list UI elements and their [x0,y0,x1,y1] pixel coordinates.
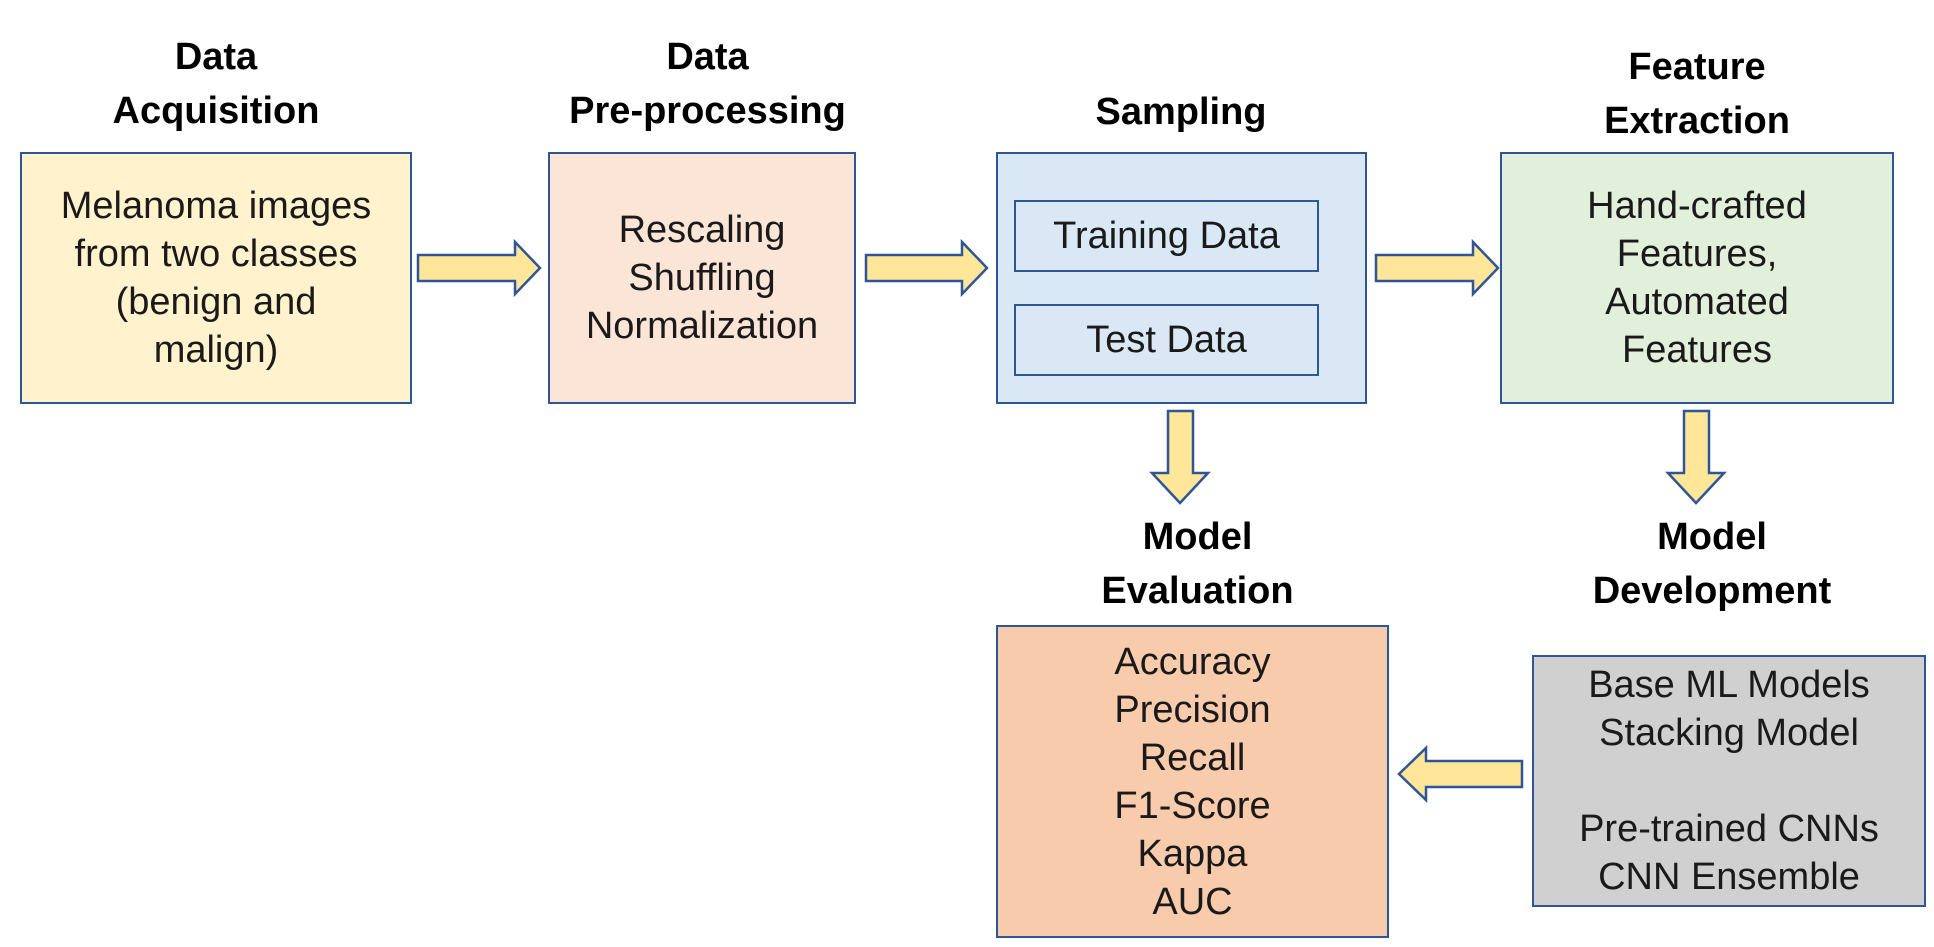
preprocessing-box: Rescaling Shuffling Normalization [548,152,856,404]
acquisition-heading: Data Acquisition [112,36,320,132]
sampling-heading: Sampling [1095,91,1267,133]
preprocessing-heading: Data Pre-processing [569,36,846,132]
feature-extraction-box: Hand-crafted Features, Automated Feature… [1500,152,1894,404]
arrow-left-development [1397,745,1524,803]
model-development-box: Base ML Models Stacking Model Pre-traine… [1532,655,1926,907]
arrow-right-3 [1374,238,1500,298]
model-evaluation-heading: Model Evaluation [1101,516,1294,612]
test-data-label: Test Data [1086,318,1247,361]
training-data-box: Training Data [1014,200,1319,272]
test-data-box: Test Data [1014,304,1319,376]
model-evaluation-box: Accuracy Precision Recall F1-Score Kappa… [996,625,1389,938]
model-development-heading: Model Development [1592,516,1832,612]
arrow-right-2 [864,238,989,298]
arrow-down-feature [1665,409,1727,505]
arrow-down-sampling [1149,409,1211,505]
feature-extraction-heading: Feature Extraction [1604,46,1790,142]
acquisition-box: Melanoma images from two classes (benign… [20,152,412,404]
training-data-label: Training Data [1053,214,1280,257]
arrow-right-1 [416,238,542,298]
